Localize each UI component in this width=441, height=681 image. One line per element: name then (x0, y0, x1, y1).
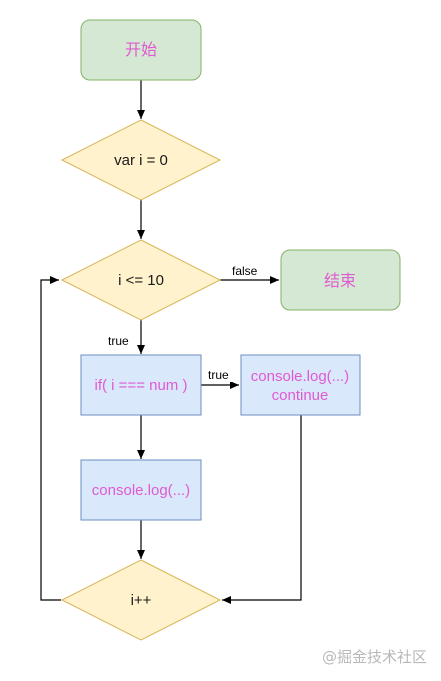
edges (40, 80, 302, 604)
log-continue-node (240, 354, 361, 416)
condition-node (60, 239, 222, 321)
edge-increment-loop-back (40, 276, 61, 601)
check-node (80, 354, 202, 416)
check-label: if( i === num ) (95, 377, 188, 394)
init-node (60, 119, 222, 201)
start-label: 开始 (125, 41, 157, 59)
edge-log-continue-to-increment (222, 415, 302, 604)
edge-labels: false true true (104, 262, 264, 382)
edge-label-true-right: true (208, 368, 229, 382)
log-continue-label-line1: console.log(...) (251, 368, 349, 385)
end-label: 结束 (324, 272, 356, 290)
log-node (80, 459, 202, 521)
edge-label-false: false (232, 264, 258, 278)
increment-node (60, 559, 222, 641)
init-label: var i = 0 (114, 152, 168, 169)
end-node (280, 249, 401, 311)
watermark: @掘金技术社区 (321, 648, 427, 666)
start-node (80, 19, 202, 81)
edge-label-true-down: true (108, 334, 129, 348)
condition-label: i <= 10 (118, 272, 164, 289)
log-continue-label-line2: continue (272, 387, 329, 404)
log-label: console.log(...) (92, 482, 190, 499)
increment-label: i++ (131, 592, 152, 609)
